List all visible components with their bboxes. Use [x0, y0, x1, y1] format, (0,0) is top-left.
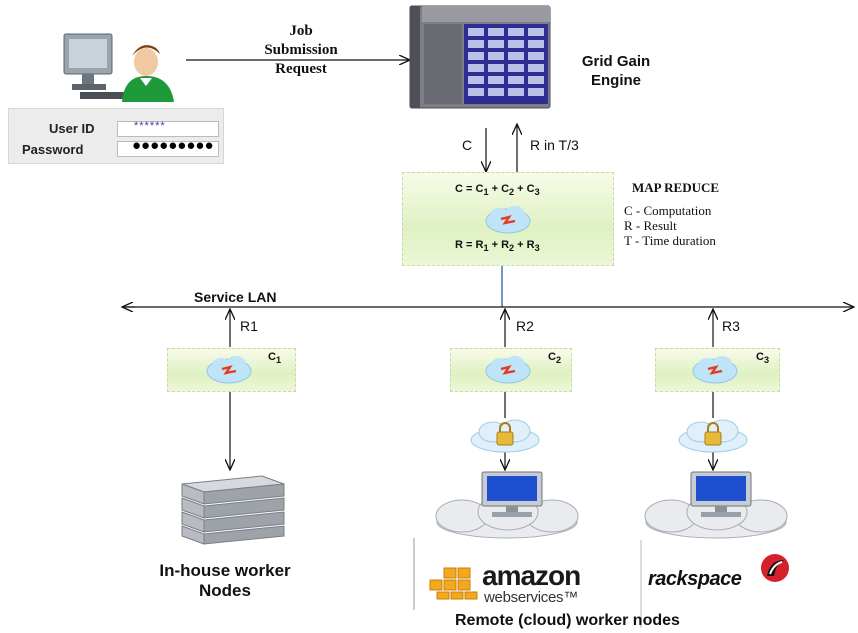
- service-lan-label: Service LAN: [194, 289, 277, 305]
- grid-gain-engine-label: Grid Gain Engine: [581, 53, 651, 89]
- r3-label: R3: [722, 318, 740, 334]
- secure-cloud-lock-icon: [678, 419, 748, 453]
- password-field[interactable]: ●●●●●●●●●: [117, 137, 219, 157]
- amazon-webservices-text: webservices™: [484, 589, 578, 606]
- result-flow-label: R in T/3: [530, 137, 579, 153]
- r2-label: R2: [516, 318, 534, 334]
- c3-label: C3: [756, 351, 770, 366]
- map-reduce-title: MAP REDUCE: [632, 180, 720, 195]
- map-reduce-box: C = C1 + C2 + C3 R = R1 + R2 + R3: [402, 172, 614, 266]
- inhouse-caption: In-house worker Nodes: [159, 561, 291, 600]
- amazon-wordmark: amazon: [482, 560, 581, 591]
- legend-computation: C - Computation: [624, 203, 712, 218]
- login-panel: User ID ****** Password ●●●●●●●●●: [8, 108, 224, 164]
- cloud-bolt-icon: [692, 356, 738, 384]
- worker-box-c1: C1: [167, 348, 296, 392]
- cloud-bolt-icon: [485, 356, 531, 384]
- map-reduce-legend: C - Computation R - Result T - Time dura…: [624, 203, 716, 248]
- rackspace-logo: rackspace: [646, 552, 806, 592]
- password-label: Password: [22, 142, 84, 157]
- user-id-label: User ID: [49, 121, 95, 136]
- cloud-computer-icon: [644, 471, 788, 539]
- c2-label: C2: [548, 351, 562, 366]
- secure-cloud-lock-icon: [470, 419, 540, 453]
- worker-box-c3: C3: [655, 348, 780, 392]
- legend-result: R - Result: [624, 218, 677, 233]
- user-computer-icon: [63, 33, 174, 102]
- cloud-bolt-icon: [206, 356, 252, 384]
- user-id-field[interactable]: ******: [117, 120, 219, 137]
- legend-time: T - Time duration: [624, 233, 716, 248]
- map-reduce-equation-top: C = C1 + C2 + C3: [455, 183, 540, 198]
- amazon-web-services-logo: amazon webservices™: [428, 560, 598, 606]
- amazon-cubes-icon: [429, 567, 478, 600]
- rackspace-swoosh-icon: [761, 554, 789, 582]
- computation-flow-label: C: [462, 137, 473, 153]
- r1-label: R1: [240, 318, 258, 334]
- map-reduce-equation-bottom: R = R1 + R2 + R3: [455, 239, 540, 254]
- cloud-bolt-icon: [485, 206, 531, 234]
- remote-caption: Remote (cloud) worker nodes: [455, 612, 680, 629]
- c1-label: C1: [268, 351, 282, 366]
- cloud-computer-icon: [435, 471, 579, 539]
- worker-box-c2: C2: [450, 348, 572, 392]
- job-request-label: Job Submission Request: [264, 23, 338, 77]
- inhouse-server-stack-icon: [181, 475, 285, 545]
- grid-gain-server-icon: [409, 5, 551, 109]
- rackspace-wordmark: rackspace: [648, 568, 742, 590]
